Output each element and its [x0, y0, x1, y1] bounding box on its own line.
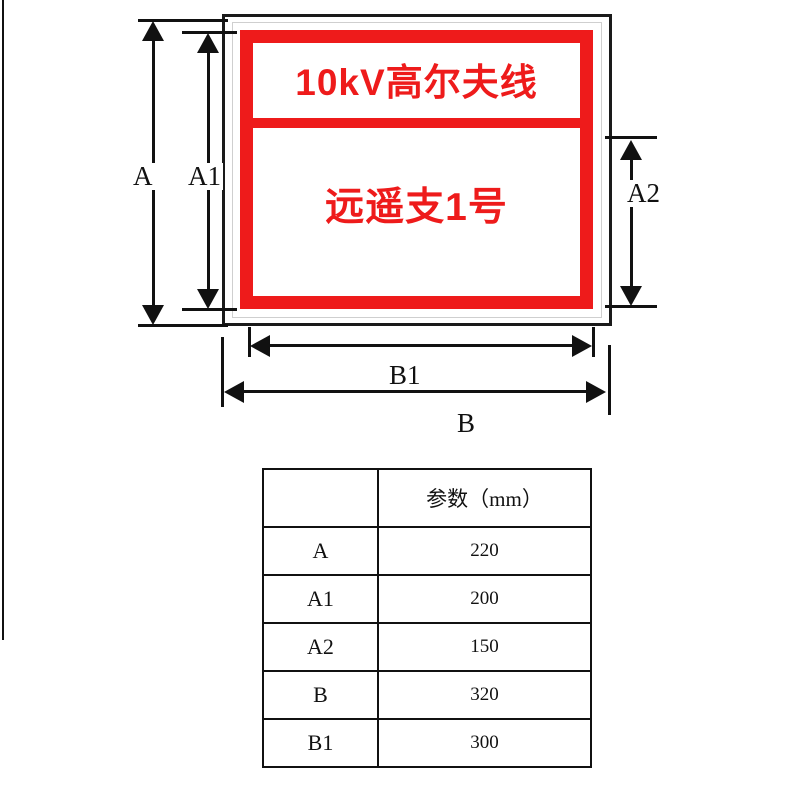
table-row: B 320 — [262, 670, 592, 720]
dim-a-arrow-bottom-icon — [142, 305, 164, 325]
table-row: B1 300 — [262, 718, 592, 768]
dim-b-extension-right — [608, 345, 611, 415]
row-symbol: B1 — [262, 718, 379, 768]
dim-b-arrow-right-icon — [586, 381, 606, 403]
dim-a-arrow-top-icon — [142, 21, 164, 41]
sign-red-border — [240, 30, 593, 309]
dim-b1-shaft — [258, 344, 588, 347]
dim-a1-arrow-bottom-icon — [197, 289, 219, 309]
row-symbol: A2 — [262, 622, 379, 672]
row-value: 300 — [377, 718, 592, 768]
row-value: 150 — [377, 622, 592, 672]
dim-a2-arrow-bottom-icon — [620, 286, 642, 306]
dim-a-label: A — [131, 161, 155, 191]
dim-b1-extension-left — [248, 327, 251, 357]
dim-a1-label: A1 — [186, 161, 223, 191]
header-cell-value: 参数（mm） — [377, 468, 592, 528]
row-value: 200 — [377, 574, 592, 624]
sign-subtitle-line: 远遥支1号 — [325, 186, 508, 229]
table-row: A2 150 — [262, 622, 592, 672]
sign-divider-bar — [253, 118, 580, 128]
table-header-row: 参数（mm） — [262, 468, 592, 528]
dim-a1-extension-bottom — [182, 308, 237, 311]
dim-a2-extension-bottom — [605, 305, 657, 308]
sign-title-line: 10kV高尔夫线 — [295, 62, 538, 103]
dim-a1-arrow-top-icon — [197, 33, 219, 53]
dim-a1-extension-top — [182, 31, 237, 34]
dim-a-extension-top — [138, 19, 228, 22]
dim-a2-extension-top — [605, 136, 657, 139]
dim-a2-shaft — [630, 147, 633, 299]
dim-b1-extension-right — [592, 327, 595, 357]
header-cell-symbol — [262, 468, 379, 528]
row-symbol: A1 — [262, 574, 379, 624]
dim-b1-arrow-left-icon — [250, 335, 270, 357]
dim-b1-label: B1 — [387, 360, 423, 390]
table-row: A 220 — [262, 526, 592, 576]
row-symbol: A — [262, 526, 379, 576]
row-value: 220 — [377, 526, 592, 576]
dim-a-extension-bottom — [138, 324, 228, 327]
page-left-rule — [2, 0, 4, 640]
dim-a2-label: A2 — [625, 178, 662, 208]
dim-b1-arrow-right-icon — [572, 335, 592, 357]
row-value: 320 — [377, 670, 592, 720]
dim-b-shaft — [232, 390, 602, 393]
parameter-table: 参数（mm） A 220 A1 200 A2 150 B 320 B1 300 — [262, 468, 592, 768]
dim-b-label: B — [455, 408, 478, 438]
dim-b-arrow-left-icon — [224, 381, 244, 403]
row-symbol: B — [262, 670, 379, 720]
dim-b-extension-left — [221, 337, 224, 407]
dim-a2-arrow-top-icon — [620, 140, 642, 160]
table-row: A1 200 — [262, 574, 592, 624]
